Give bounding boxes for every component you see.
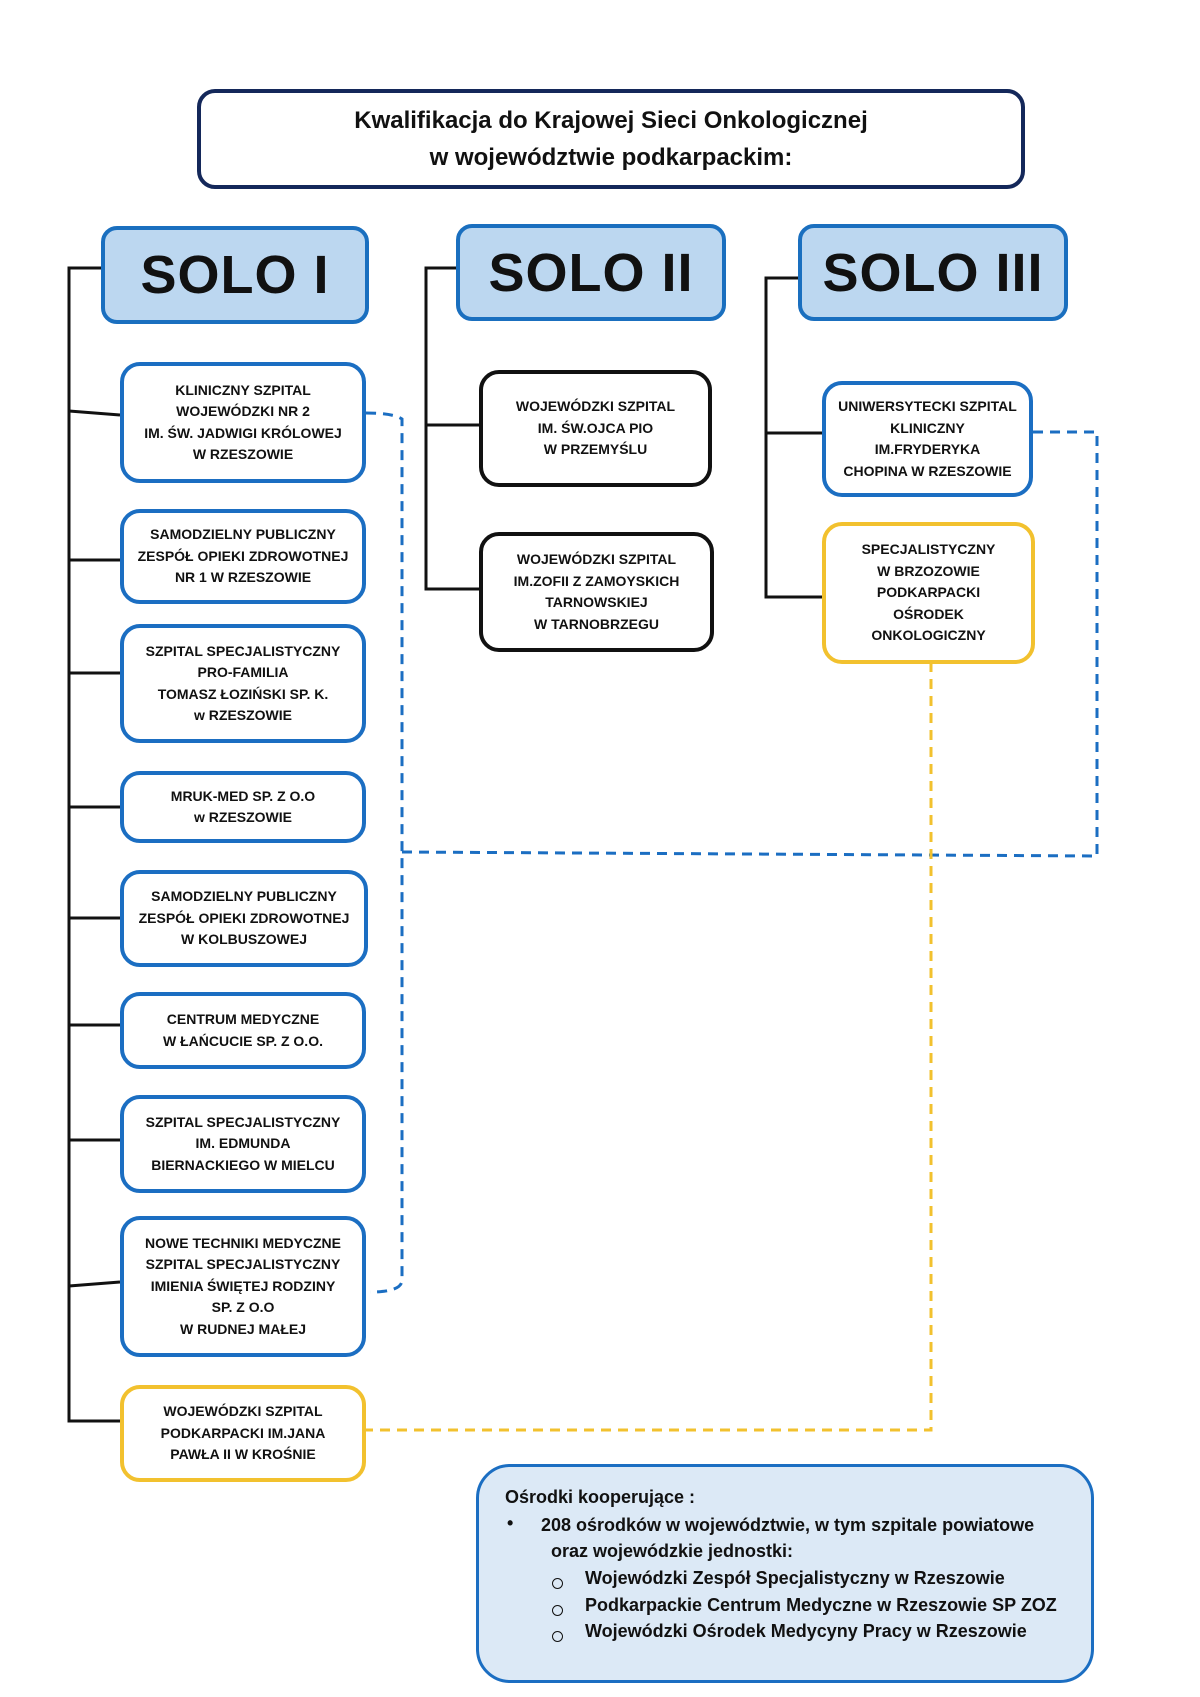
- node-line: WOJEWÓDZKI SZPITAL: [516, 551, 677, 567]
- node-line: w RZESZOWIE: [194, 809, 292, 825]
- node-line: W RUDNEJ MAŁEJ: [179, 1320, 306, 1337]
- cooperating-centers-box: Ośrodki kooperujące : • 208 ośrodków w w…: [476, 1464, 1094, 1683]
- node-line: WOJEWÓDZKI NR 2: [176, 403, 310, 419]
- node-line: w RZESZOWIE: [194, 707, 292, 723]
- node-line: ZESPÓŁ OPIEKI ZDROWOTNEJ: [138, 909, 350, 926]
- circle-bullet-icon: [552, 1578, 563, 1589]
- node-line: NR 1 W RZESZOWIE: [174, 569, 312, 586]
- node-line: IMIENIA ŚWIĘTEJ RODZINY: [150, 1277, 336, 1294]
- node-line: WOJEWÓDZKI SZPITAL: [163, 1403, 323, 1420]
- yellow-dashed-links: [366, 662, 933, 1432]
- node-line: OŚRODEK: [893, 605, 964, 622]
- cooperating-unit: Wojewódzki Ośrodek Medycyny Pracy w Rzes…: [585, 1621, 1027, 1641]
- node-line: SZPITAL SPECJALISTYCZNY: [145, 1113, 341, 1130]
- node-solo-1-5: SAMODZIELNY PUBLICZNY ZESPÓŁ OPIEKI ZDRO…: [120, 870, 368, 967]
- node-line: WOJEWÓDZKI SZPITAL: [515, 398, 676, 415]
- node-line: PODKARPACKI: [876, 584, 981, 601]
- node-line: PODKARPACKI IM.JANA: [160, 1424, 326, 1441]
- node-solo-2-2: WOJEWÓDZKI SZPITAL IM.ZOFII Z ZAMOYSKICH…: [479, 532, 714, 652]
- node-line: W TARNOBRZEGU: [534, 615, 659, 632]
- cooperating-title: Ośrodki kooperujące :: [505, 1487, 696, 1507]
- cooperating-unit: Wojewódzki Zespół Specjalistyczny w Rzes…: [585, 1568, 1005, 1588]
- node-line: SAMODZIELNY PUBLICZNY: [150, 526, 336, 543]
- node-solo-1-4: MRUK-MED SP. Z O.O w RZESZOWIE: [120, 771, 366, 843]
- node-solo-1-6: CENTRUM MEDYCZNE W ŁAŃCUCIE SP. Z O.O.: [120, 992, 366, 1069]
- cooperating-summary-line-2: oraz wojewódzkie jednostki:: [551, 1541, 794, 1561]
- circle-bullet-icon: [552, 1631, 563, 1642]
- node-line: BIERNACKIEGO W MIELCU: [151, 1156, 335, 1173]
- node-line: PAWŁA II W KROŚNIE: [170, 1446, 316, 1463]
- solo-2-header: SOLO II: [456, 224, 726, 321]
- title-box: Kwalifikacja do Krajowej Sieci Onkologic…: [197, 89, 1025, 189]
- node-line: TARNOWSKIEJ: [545, 594, 648, 610]
- node-line: KLINICZNY SZPITAL: [175, 381, 311, 398]
- node-line: W PRZEMYŚLU: [543, 441, 648, 458]
- node-solo-1-1: KLINICZNY SZPITAL WOJEWÓDZKI NR 2 IM. ŚW…: [120, 362, 366, 483]
- bullet-icon: •: [507, 1513, 514, 1533]
- node-line: IM. EDMUNDA: [195, 1135, 291, 1152]
- solo-3-header: SOLO III: [798, 224, 1068, 321]
- node-line: SP. Z O.O: [211, 1299, 275, 1316]
- page-title: Kwalifikacja do Krajowej Sieci Onkologic…: [354, 102, 867, 176]
- node-line: NOWE TECHNIKI MEDYCZNE: [145, 1234, 341, 1251]
- node-line: W RZESZOWIE: [192, 446, 294, 462]
- cooperating-summary-line-1: 208 ośrodków w województwie, w tym szpit…: [541, 1515, 1035, 1535]
- node-solo-1-9: WOJEWÓDZKI SZPITAL PODKARPACKI IM.JANA P…: [120, 1385, 366, 1482]
- node-line: W ŁAŃCUCIE SP. Z O.O.: [163, 1032, 323, 1049]
- node-solo-1-7: SZPITAL SPECJALISTYCZNY IM. EDMUNDA BIER…: [120, 1095, 366, 1193]
- node-line: KLINICZNY: [890, 419, 965, 436]
- title-line-2: w województwie podkarpackim:: [429, 144, 793, 171]
- node-line: SAMODZIELNY PUBLICZNY: [151, 888, 337, 905]
- node-line: IM.FRYDERYKA: [874, 441, 981, 457]
- cooperating-unit: Podkarpackie Centrum Medyczne w Rzeszowi…: [585, 1595, 1057, 1615]
- node-line: SPECJALISTYCZNY: [861, 541, 996, 558]
- node-solo-2-1: WOJEWÓDZKI SZPITAL IM. ŚW.OJCA PIO W PRZ…: [479, 370, 712, 487]
- circle-bullet-icon: [552, 1605, 563, 1616]
- solo-3-tree-lines: [764, 276, 822, 599]
- node-line: SZPITAL SPECJALISTYCZNY: [145, 642, 341, 659]
- node-solo-1-3: SZPITAL SPECJALISTYCZNY PRO-FAMILIA TOMA…: [120, 624, 366, 743]
- node-line: TOMASZ ŁOZIŃSKI SP. K.: [157, 685, 329, 702]
- solo-1-header: SOLO I: [101, 226, 369, 324]
- node-line: SZPITAL SPECJALISTYCZNY: [145, 1256, 341, 1273]
- node-solo-3-1: UNIWERSYTECKI SZPITAL KLINICZNY IM.FRYDE…: [822, 381, 1033, 497]
- node-line: CENTRUM MEDYCZNE: [166, 1011, 320, 1027]
- node-line: UNIWERSYTECKI SZPITAL: [838, 398, 1017, 414]
- node-line: CHOPINA W RZESZOWIE: [843, 462, 1012, 479]
- node-line: ZESPÓŁ OPIEKI ZDROWOTNEJ: [137, 547, 349, 564]
- node-line: W BRZOZOWIE: [877, 562, 980, 579]
- solo-1-tree-lines: [67, 266, 121, 1423]
- node-line: ONKOLOGICZNY: [871, 627, 986, 644]
- node-line: IM.ZOFII Z ZAMOYSKICH: [513, 572, 680, 589]
- node-solo-3-2: SPECJALISTYCZNY W BRZOZOWIE PODKARPACKI …: [822, 522, 1035, 664]
- node-line: MRUK-MED SP. Z O.O: [170, 787, 316, 804]
- node-line: W KOLBUSZOWEJ: [181, 931, 307, 948]
- node-line: IM. ŚW. JADWIGI KRÓLOWEJ: [144, 424, 342, 441]
- node-line: PRO-FAMILIA: [197, 664, 289, 680]
- node-solo-1-2: SAMODZIELNY PUBLICZNY ZESPÓŁ OPIEKI ZDRO…: [120, 509, 366, 604]
- node-line: IM. ŚW.OJCA PIO: [537, 419, 654, 436]
- title-line-1: Kwalifikacja do Krajowej Sieci Onkologic…: [354, 107, 868, 134]
- node-solo-1-8: NOWE TECHNIKI MEDYCZNE SZPITAL SPECJALIS…: [120, 1216, 366, 1357]
